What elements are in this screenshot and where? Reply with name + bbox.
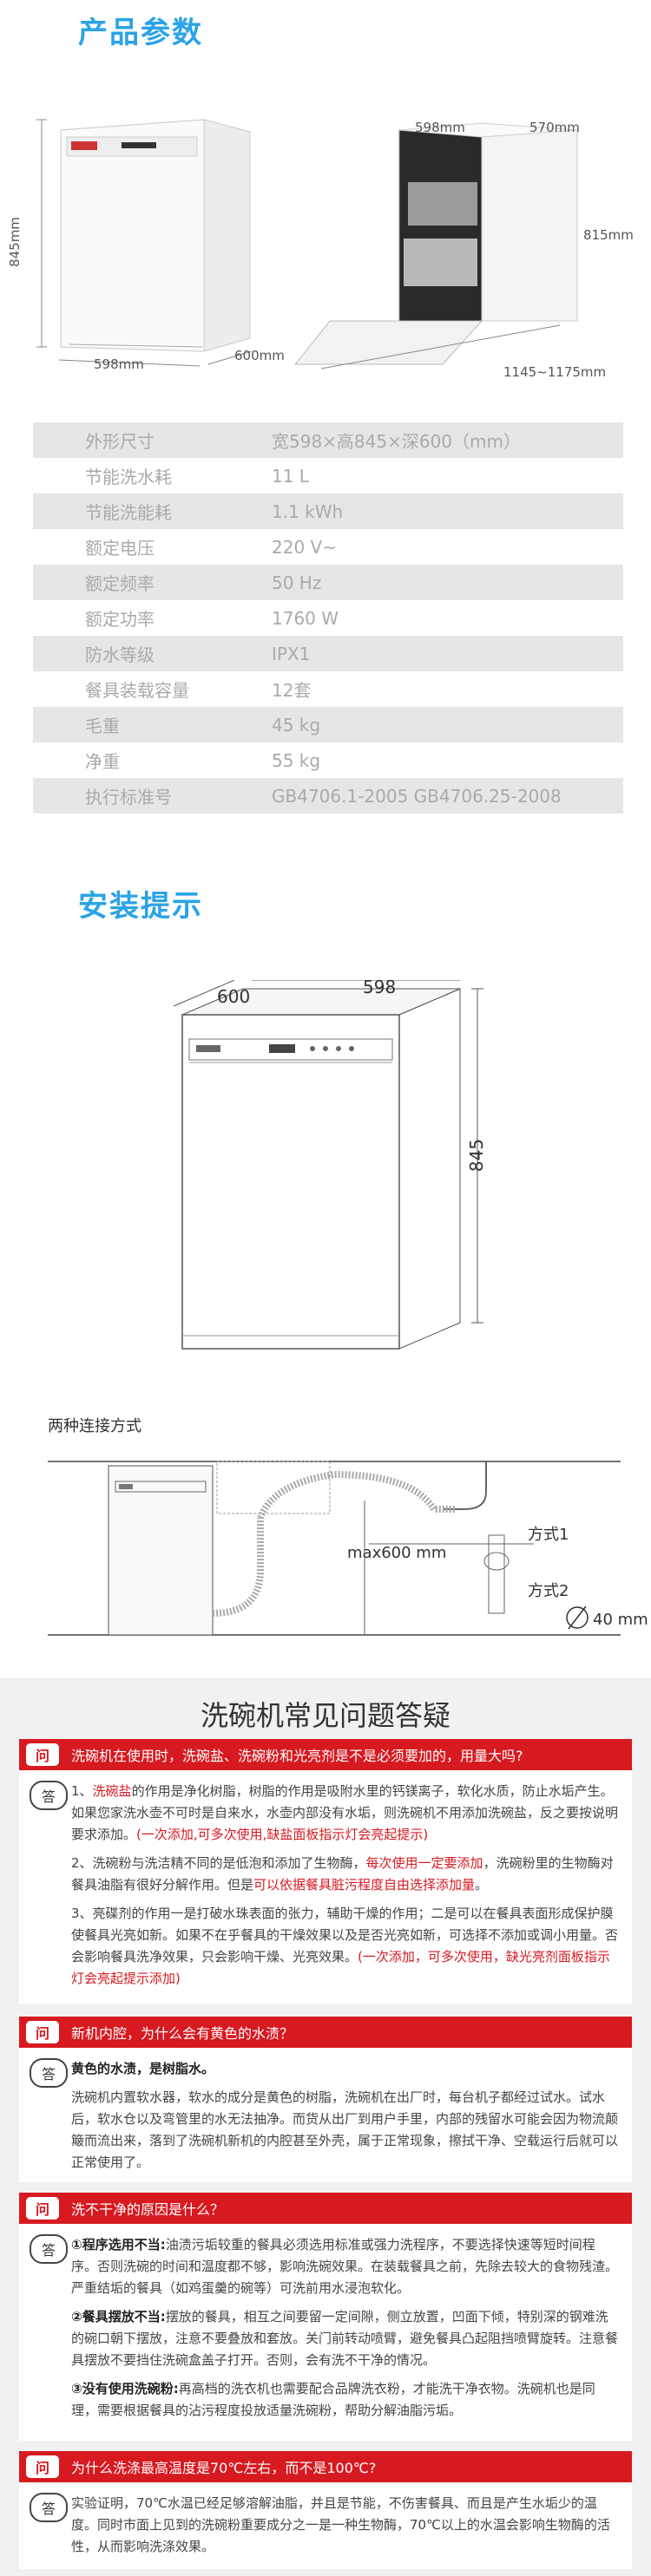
spec-key: 防水等级 — [85, 644, 155, 665]
spec-value: 50 Hz — [272, 572, 322, 593]
question-badge: 问 — [26, 2197, 59, 2220]
spec-key: 净重 — [85, 751, 120, 772]
spec-key: 额定电压 — [85, 538, 155, 559]
dim-height-label: 845mm — [6, 217, 23, 267]
spec-row: 执行标准号 GB4706.1-2005 GB4706.25-2008 — [33, 778, 623, 814]
faq-title: 洗碗机常见问题答疑 — [200, 1699, 450, 1732]
spec-row: 防水等级 IPX1 — [33, 636, 623, 671]
spec-key: 节能洗水耗 — [85, 467, 172, 487]
question-badge: 问 — [26, 1743, 59, 1766]
spec-row: 毛重 45 kg — [33, 707, 623, 742]
spec-value: 220 V~ — [272, 536, 337, 558]
spec-row: 餐具装载容量 12套 — [33, 671, 623, 707]
question-text: 洗不干净的原因是什么？ — [71, 2201, 225, 2218]
spec-value: 55 kg — [272, 749, 321, 771]
spec-value: 1.1 kWh — [272, 500, 344, 522]
install-dim-depth: 600 — [217, 986, 251, 1007]
answer-text: 黄色的水渍，是树脂水。 洗碗机内置软水器，软水的成分是黄色的树脂，洗碗机在出厂时… — [71, 2061, 619, 2170]
connection-title: 两种连接方式 — [48, 1417, 141, 1435]
spec-value: 1760 W — [272, 607, 339, 629]
dim-width-label: 598mm — [94, 356, 144, 372]
answer-badge: 答 — [30, 2493, 68, 2522]
answer-badge: 答 — [30, 2058, 68, 2088]
spec-key: 执行标准号 — [85, 787, 172, 807]
spec-row: 节能洗水耗 11 L — [33, 458, 623, 494]
spec-value: IPX1 — [272, 643, 311, 664]
method2-label: 方式2 — [528, 1582, 569, 1600]
spec-row: 节能洗能耗 1.1 kWh — [33, 494, 623, 529]
product-open-image — [293, 104, 634, 382]
faq-question-2: 问 新机内腔，为什么会有黄色的水渍？ — [19, 2017, 632, 2048]
connection-diagram — [48, 1440, 621, 1657]
spec-row: 额定电压 220 V~ — [33, 529, 623, 565]
max-length-label: max600 mm — [347, 1544, 447, 1562]
answer-text: 1、洗碗盐的作用是净化树脂，树脂的作用是吸附水里的钙镁离子，软化水质，防止水垢产… — [71, 1783, 619, 1986]
faq-answer-1: 答 1、洗碗盐的作用是净化树脂，树脂的作用是吸附水里的钙镁离子，软化水质，防止水… — [19, 1770, 632, 2004]
spec-key: 毛重 — [85, 716, 120, 736]
open-height-label: 815mm — [583, 227, 634, 243]
question-text: 洗碗机在使用时，洗碗盐、洗碗粉和光亮剂是不是必须要加的，用量大吗? — [71, 1748, 523, 1764]
spec-row: 额定频率 50 Hz — [33, 565, 623, 600]
faq-answer-3: 答 ①程序选用不当:油渍污垢较重的餐具必须选用标准或强力洗程序，不要选择快速等短… — [19, 2224, 632, 2441]
install-dimension-drawing — [139, 979, 503, 1362]
spec-value: GB4706.1-2005 GB4706.25-2008 — [272, 785, 562, 807]
spec-key: 额定频率 — [85, 573, 155, 594]
open-depth-label: 1145~1175mm — [503, 364, 607, 380]
spec-row: 净重 55 kg — [33, 742, 623, 778]
params-title: 产品参数 — [78, 16, 203, 50]
faq-question-3: 问 洗不干净的原因是什么？ — [19, 2193, 632, 2224]
install-dim-width: 598 — [363, 977, 397, 997]
spec-value: 11 L — [272, 465, 309, 487]
answer-text: ①程序选用不当:油渍污垢较重的餐具必须选用标准或强力洗程序，不要选择快速等短时间… — [71, 2237, 619, 2418]
spec-row: 外形尺寸 宽598×高845×深600（mm） — [33, 422, 623, 458]
dim-depth-label: 600mm — [234, 348, 285, 363]
answer-badge: 答 — [30, 2234, 68, 2264]
question-text: 新机内腔，为什么会有黄色的水渍？ — [71, 2025, 294, 2042]
faq-answer-2: 答 黄色的水渍，是树脂水。 洗碗机内置软水器，软水的成分是黄色的树脂，洗碗机在出… — [19, 2048, 632, 2182]
spec-key: 节能洗能耗 — [85, 502, 172, 523]
diameter-label: 40 mm — [593, 1611, 648, 1629]
faq-question-4: 问 为什么洗涤最高温度是70℃左右，而不是100℃? — [19, 2451, 632, 2482]
install-dim-height: 845 — [466, 1138, 488, 1173]
spec-value: 12套 — [272, 680, 312, 701]
question-text: 为什么洗涤最高温度是70℃左右，而不是100℃? — [71, 2460, 377, 2476]
answer-badge: 答 — [30, 1781, 68, 1810]
question-badge: 问 — [26, 2455, 59, 2478]
answer-text: 实验证明，70℃水温已经足够溶解油脂，并且是节能，不伤害餐具、而且是产生水垢少的… — [71, 2495, 610, 2554]
spec-key: 餐具装载容量 — [85, 680, 189, 701]
spec-table: 外形尺寸 宽598×高845×深600（mm） 节能洗水耗 11 L 节能洗能耗 1.1 … — [33, 422, 623, 814]
open-width-label: 598mm — [415, 120, 465, 135]
open-side-label: 570mm — [529, 120, 580, 135]
spec-row: 额定功率 1760 W — [33, 600, 623, 636]
spec-key: 外形尺寸 — [85, 431, 155, 452]
spec-value: 45 kg — [272, 714, 321, 736]
faq-question-1: 问 洗碗机在使用时，洗碗盐、洗碗粉和光亮剂是不是必须要加的，用量大吗? — [19, 1739, 632, 1770]
spec-key: 额定功率 — [85, 609, 155, 630]
product-closed-image — [17, 52, 295, 373]
install-title: 安装提示 — [78, 889, 203, 924]
method1-label: 方式1 — [528, 1526, 569, 1544]
question-badge: 问 — [26, 2021, 59, 2043]
spec-value: 宽598×高845×深600（mm） — [272, 431, 522, 452]
faq-answer-4: 答 实验证明，70℃水温已经足够溶解油脂，并且是节能，不伤害餐具、而且是产生水垢… — [19, 2482, 632, 2569]
